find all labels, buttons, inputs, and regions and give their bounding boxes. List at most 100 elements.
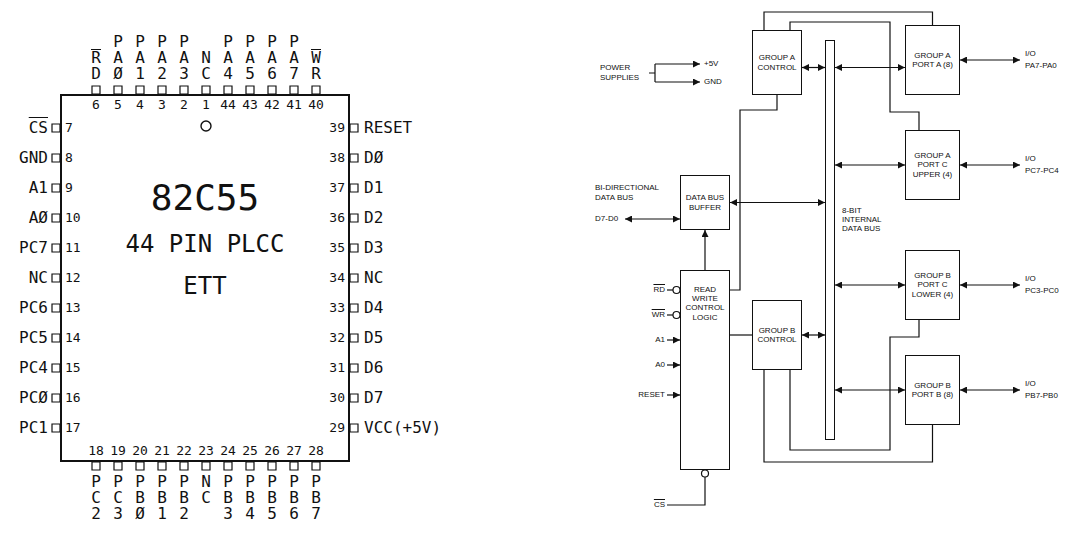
io-label: PB7-PB0 <box>1025 391 1058 401</box>
pin-name: PA2 <box>157 34 168 82</box>
block-label: DATA BUS BUFFER <box>684 193 726 211</box>
pin-name: RESET <box>364 119 412 137</box>
io-label: I/O <box>1025 379 1036 389</box>
pin-number: 16 <box>65 391 81 405</box>
pin-name: PB5 <box>267 474 278 522</box>
pin-number: 43 <box>242 98 258 112</box>
io-arrow <box>960 164 1020 165</box>
block-label: GROUP A PORT C UPPER (4) <box>909 151 956 179</box>
pin-name: CS <box>29 119 48 137</box>
pin-name: PC1 <box>19 419 48 437</box>
signal-name: +5V <box>704 59 718 69</box>
port-block: GROUP B PORT C LOWER (4) <box>905 250 960 320</box>
signal-name: CS <box>654 500 665 510</box>
pin-number: 18 <box>88 444 104 458</box>
control-block: GROUP B CONTROL <box>752 300 802 370</box>
connector <box>790 22 919 130</box>
port-block: GROUP A PORT C UPPER (4) <box>905 130 960 200</box>
control-block: GROUP A CONTROL <box>752 30 802 95</box>
block-label: 8-BIT INTERNAL DATA BUS <box>842 206 890 234</box>
io-label: PC3-PC0 <box>1025 286 1059 296</box>
chip-label: ETT <box>183 274 226 298</box>
pin-tabs-left <box>52 124 60 432</box>
signal-name: A0 <box>655 360 665 370</box>
pin-name: PB2 <box>179 474 190 522</box>
block-label: GROUP A PORT A (8) <box>909 51 956 69</box>
pin-number: 28 <box>308 444 324 458</box>
pin-number: 42 <box>264 98 280 112</box>
io-label: I/O <box>1025 274 1036 284</box>
pin-name: D1 <box>364 179 383 197</box>
block-note: BI-DIRECTIONAL DATA BUS <box>595 183 667 202</box>
pin-number: 3 <box>158 98 166 112</box>
pin-number: 12 <box>65 271 81 285</box>
io-label: PC7-PC4 <box>1025 166 1059 176</box>
pin-number: 26 <box>264 444 280 458</box>
power-arrow <box>655 81 700 82</box>
pin-number: 30 <box>329 391 345 405</box>
block-label: GROUP B CONTROL <box>756 326 798 344</box>
connector <box>730 334 752 335</box>
connector <box>835 164 905 165</box>
pin-number: 9 <box>65 181 73 195</box>
power-arrow <box>655 63 700 64</box>
pin-number: 6 <box>92 98 100 112</box>
data-bus-arrow <box>625 218 680 219</box>
pin-name: PA4 <box>223 34 234 82</box>
pin-name: D2 <box>364 209 383 227</box>
connector <box>704 230 705 270</box>
port-block: GROUP A PORT A (8) <box>905 25 960 95</box>
pin-name: PC4 <box>19 359 48 377</box>
pin-number: 32 <box>329 331 345 345</box>
pin-name: PBØ <box>135 474 146 522</box>
pin-tabs-right <box>350 124 358 432</box>
pin-number: 34 <box>329 271 345 285</box>
pin-tabs-top <box>92 86 320 94</box>
connector <box>835 389 905 390</box>
pin-name: RD <box>91 49 102 82</box>
pin-number: 14 <box>65 331 81 345</box>
pin-name: PB6 <box>289 474 300 522</box>
pin-number: 19 <box>110 444 126 458</box>
signal-line <box>667 314 673 315</box>
pin-number: 31 <box>329 361 345 375</box>
chip-label: 82C55 <box>151 180 259 216</box>
pin-name: NC <box>364 269 383 287</box>
pin-number: 15 <box>65 361 81 375</box>
pin-name: PC6 <box>19 299 48 317</box>
signal-name: GND <box>704 77 722 87</box>
pin-number: 4 <box>136 98 144 112</box>
signal-arrow <box>667 394 680 395</box>
pin-number: 20 <box>132 444 148 458</box>
pin-number: 2 <box>180 98 188 112</box>
connector <box>835 67 905 68</box>
io-arrow <box>960 389 1020 390</box>
inversion-bubble <box>673 312 680 319</box>
inversion-bubble <box>702 470 709 477</box>
pin-number: 8 <box>65 151 73 165</box>
port-block: GROUP B PORT B (8) <box>905 355 960 425</box>
pin-name: DØ <box>364 149 383 167</box>
signal-arrow <box>667 364 680 365</box>
block-label: GROUP A CONTROL <box>756 53 798 71</box>
signal-name: RESET <box>638 390 665 400</box>
signal-line <box>667 289 673 290</box>
connector <box>790 320 919 450</box>
pin-tabs-bottom <box>92 462 320 470</box>
signal-name: D7-D0 <box>595 214 618 224</box>
control-logic-block: READ WRITE CONTROL LOGIC <box>680 270 730 470</box>
pin-number: 22 <box>176 444 192 458</box>
pin-number: 36 <box>329 211 345 225</box>
pin-name: PCØ <box>19 389 48 407</box>
internal-bus-bar: 8-BIT INTERNAL DATA BUS <box>825 40 835 440</box>
pin-number: 17 <box>65 421 81 435</box>
block-label: GROUP B PORT C LOWER (4) <box>909 271 956 299</box>
pin-name: GND <box>19 149 48 167</box>
signal-line <box>667 477 705 505</box>
pin-name: PB4 <box>245 474 256 522</box>
block-label: READ WRITE CONTROL LOGIC <box>684 285 726 322</box>
signal-name: RD <box>653 285 665 295</box>
pin-number: 44 <box>220 98 236 112</box>
pin-number: 7 <box>65 121 73 135</box>
